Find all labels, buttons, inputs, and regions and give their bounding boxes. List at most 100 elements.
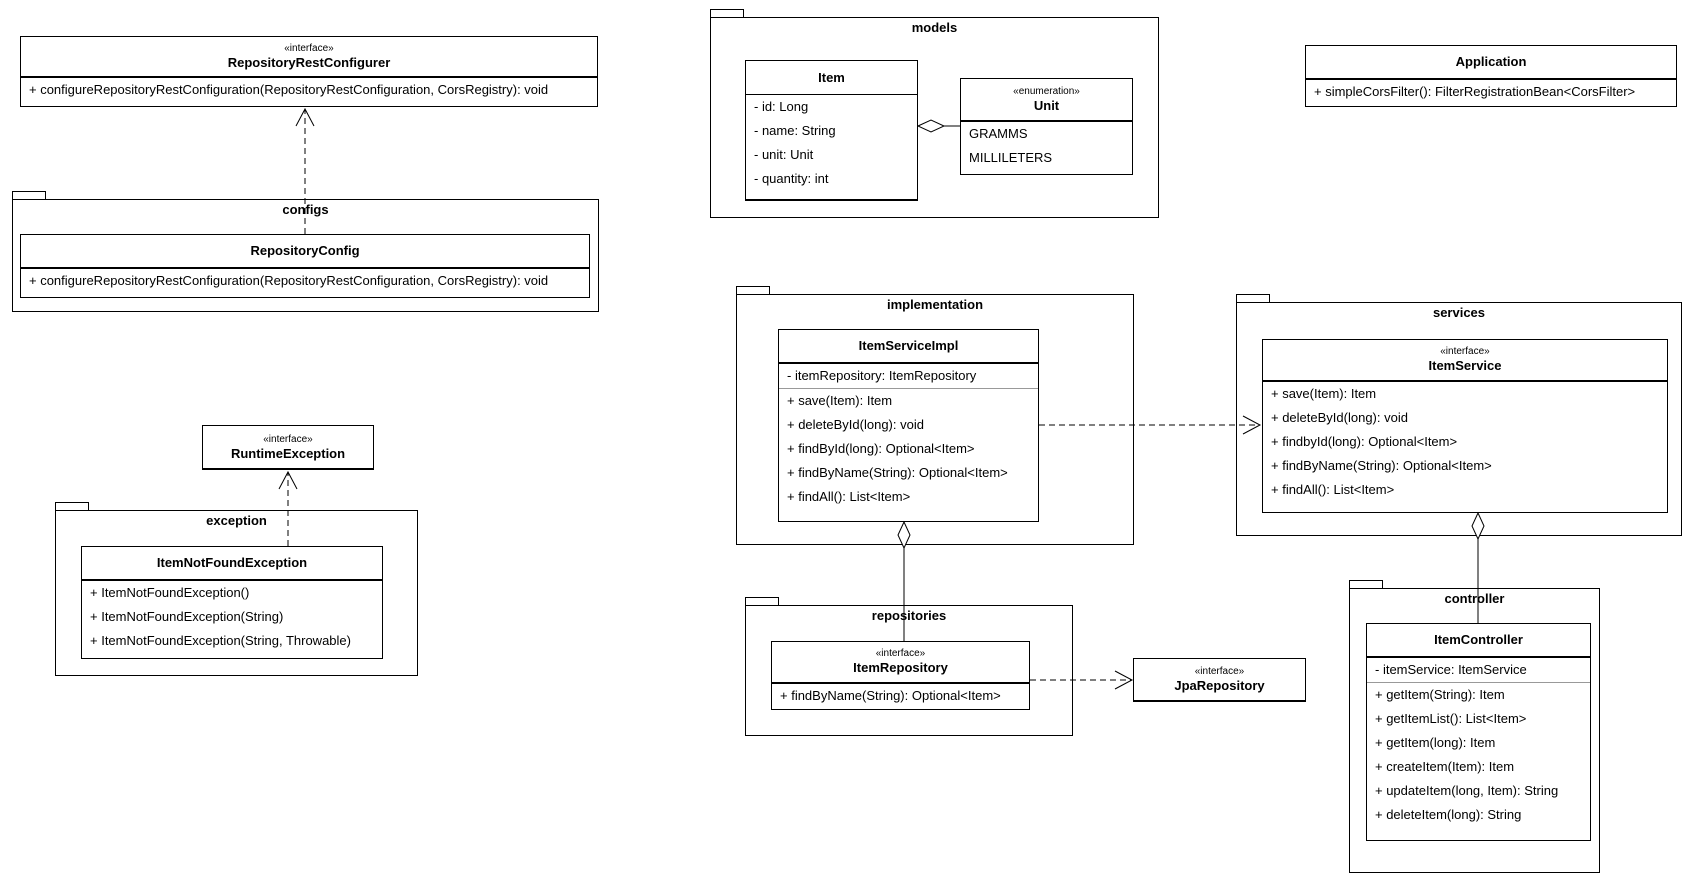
attributes-section: - id: Long - name: String - unit: Unit -… bbox=[746, 95, 917, 191]
class-name: RepositoryConfig bbox=[250, 243, 360, 258]
package-implementation[interactable]: implementation bbox=[736, 294, 1134, 545]
class-header: ItemServiceImpl bbox=[779, 330, 1038, 364]
method-row: + getItem(long): Item bbox=[1375, 735, 1496, 750]
class-application[interactable]: Application + simpleCorsFilter(): Filter… bbox=[1305, 45, 1677, 107]
attribute-row: - itemService: ItemService bbox=[1375, 662, 1527, 677]
method-row: + createItem(Item): Item bbox=[1375, 759, 1515, 774]
class-header: «interface» ItemRepository bbox=[772, 642, 1029, 684]
method-row: + findByName(String): Optional<Item> bbox=[1271, 458, 1492, 473]
class-name: RuntimeException bbox=[230, 445, 346, 461]
package-title: implementation bbox=[886, 297, 984, 312]
package-tab bbox=[1236, 294, 1270, 302]
attribute-row: - name: String bbox=[754, 123, 836, 138]
class-name: Application bbox=[1455, 54, 1527, 69]
interface-runtime-exception[interactable]: «interface» RuntimeException bbox=[202, 425, 374, 470]
package-title: models bbox=[911, 20, 958, 35]
interface-item-service[interactable]: «interface» ItemService + save(Item): It… bbox=[1262, 339, 1668, 513]
class-name: ItemService bbox=[1428, 358, 1502, 373]
class-header: «interface» RuntimeException bbox=[203, 426, 373, 469]
class-header: «interface» ItemService bbox=[1263, 340, 1667, 382]
methods-section: + ItemNotFoundException() + ItemNotFound… bbox=[82, 581, 382, 653]
method-row: + updateItem(long, Item): String bbox=[1375, 783, 1559, 798]
class-name: Unit bbox=[1033, 97, 1060, 113]
stereotype-label: «interface» bbox=[263, 433, 313, 445]
class-name: ItemServiceImpl bbox=[858, 338, 959, 353]
package-tab bbox=[710, 9, 744, 17]
interface-item-repository[interactable]: «interface» ItemRepository + findByName(… bbox=[771, 641, 1030, 710]
package-exception[interactable]: exception bbox=[55, 510, 418, 676]
package-services[interactable]: services bbox=[1236, 302, 1682, 536]
enum-unit[interactable]: «enumeration» Unit GRAMMS MILLILETERS bbox=[960, 78, 1133, 175]
package-title: exception bbox=[206, 513, 267, 528]
stereotype-label: «enumeration» bbox=[1013, 85, 1080, 97]
attributes-section: - itemService: ItemService bbox=[1367, 658, 1590, 683]
attributes-section: - itemRepository: ItemRepository bbox=[779, 364, 1038, 389]
method-row: + configureRepositoryRestConfiguration(R… bbox=[29, 273, 549, 288]
method-row: + findByName(String): Optional<Item> bbox=[787, 465, 1008, 480]
interface-jpa-repository[interactable]: «interface» JpaRepository bbox=[1133, 658, 1306, 702]
stereotype-label: «interface» bbox=[1440, 346, 1490, 357]
package-tab bbox=[1349, 580, 1383, 588]
enum-literal: GRAMMS bbox=[969, 126, 1028, 141]
method-row: + findAll(): List<Item> bbox=[1271, 482, 1395, 497]
method-row: + findbyId(long): Optional<Item> bbox=[1271, 434, 1458, 449]
package-controller[interactable]: controller bbox=[1349, 588, 1600, 873]
methods-section: + configureRepositoryRestConfiguration(R… bbox=[21, 269, 589, 293]
method-row: + getItem(String): Item bbox=[1375, 687, 1505, 702]
method-row: + configureRepositoryRestConfiguration(R… bbox=[29, 82, 549, 97]
method-row: + save(Item): Item bbox=[787, 393, 893, 408]
stereotype-label: «interface» bbox=[875, 648, 926, 659]
package-models[interactable]: models bbox=[710, 17, 1159, 218]
method-row: + getItemList(): List<Item> bbox=[1375, 711, 1527, 726]
attribute-row: - quantity: int bbox=[754, 171, 829, 186]
package-repositories[interactable]: repositories bbox=[745, 605, 1073, 736]
package-title: services bbox=[1432, 305, 1486, 320]
package-tab bbox=[12, 191, 46, 199]
method-row: + simpleCorsFilter(): FilterRegistration… bbox=[1314, 84, 1636, 99]
class-header: «enumeration» Unit bbox=[961, 79, 1132, 122]
method-row: + findById(long): Optional<Item> bbox=[787, 441, 975, 456]
class-repository-rest-configurer[interactable]: «interface» RepositoryRestConfigurer + c… bbox=[20, 36, 598, 107]
class-header: «interface» RepositoryRestConfigurer bbox=[21, 37, 597, 78]
class-header: Application bbox=[1306, 46, 1676, 80]
class-name: ItemRepository bbox=[853, 660, 948, 675]
package-title: repositories bbox=[871, 608, 947, 623]
attribute-row: - itemRepository: ItemRepository bbox=[787, 368, 977, 383]
methods-section: + configureRepositoryRestConfiguration(R… bbox=[21, 78, 597, 102]
class-name: ItemController bbox=[1434, 632, 1523, 647]
attribute-row: - unit: Unit bbox=[754, 147, 814, 162]
stereotype-label: «interface» bbox=[284, 42, 334, 54]
enum-literal: MILLILETERS bbox=[969, 150, 1053, 165]
methods-section: + getItem(String): Item + getItemList():… bbox=[1367, 683, 1590, 827]
class-header: «interface» JpaRepository bbox=[1134, 659, 1305, 701]
method-row: + ItemNotFoundException(String) bbox=[90, 609, 284, 624]
method-row: + save(Item): Item bbox=[1271, 386, 1377, 401]
class-item-not-found-exception[interactable]: ItemNotFoundException + ItemNotFoundExce… bbox=[81, 546, 383, 659]
method-row: + findAll(): List<Item> bbox=[787, 489, 911, 504]
class-repository-config[interactable]: RepositoryConfig + configureRepositoryRe… bbox=[20, 234, 590, 298]
class-item-service-impl[interactable]: ItemServiceImpl - itemRepository: ItemRe… bbox=[778, 329, 1039, 522]
method-row: + ItemNotFoundException(String, Throwabl… bbox=[90, 633, 351, 648]
class-header: ItemNotFoundException bbox=[82, 547, 382, 581]
method-row: + deleteItem(long): String bbox=[1375, 807, 1522, 822]
stereotype-label: «interface» bbox=[1194, 666, 1245, 677]
methods-section: + save(Item): Item + deleteById(long): v… bbox=[1263, 382, 1667, 502]
class-item-controller[interactable]: ItemController - itemService: ItemServic… bbox=[1366, 623, 1591, 841]
literals-section: GRAMMS MILLILETERS bbox=[961, 122, 1132, 170]
attribute-row: - id: Long bbox=[754, 99, 809, 114]
package-title: controller bbox=[1444, 591, 1505, 606]
package-title: configs bbox=[282, 202, 329, 217]
class-name: Item bbox=[818, 69, 845, 85]
class-item[interactable]: Item - id: Long - name: String - unit: U… bbox=[745, 60, 918, 201]
class-name: RepositoryRestConfigurer bbox=[227, 54, 391, 70]
package-tab bbox=[736, 286, 770, 294]
class-name: JpaRepository bbox=[1174, 678, 1265, 693]
methods-section: + findByName(String): Optional<Item> bbox=[772, 684, 1029, 708]
methods-section: + simpleCorsFilter(): FilterRegistration… bbox=[1306, 80, 1676, 104]
class-header: ItemController bbox=[1367, 624, 1590, 658]
class-header: Item bbox=[746, 61, 917, 95]
method-row: + ItemNotFoundException() bbox=[90, 585, 250, 600]
method-row: + findByName(String): Optional<Item> bbox=[780, 688, 1001, 703]
class-name: ItemNotFoundException bbox=[156, 555, 308, 570]
